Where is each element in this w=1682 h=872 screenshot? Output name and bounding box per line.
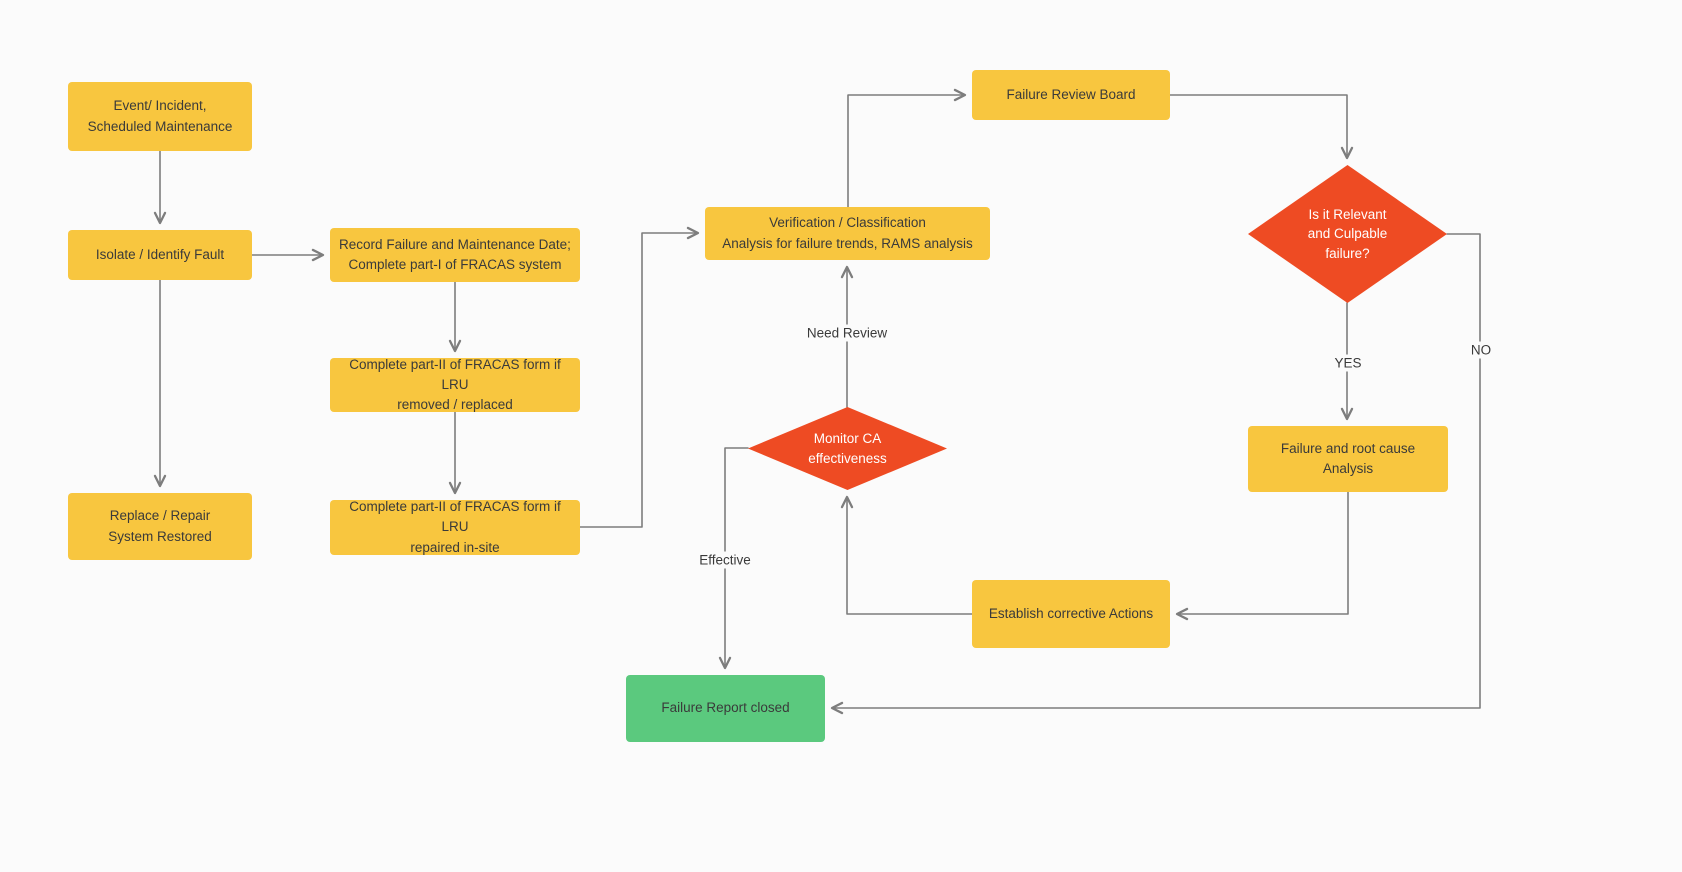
- edge-part2repaired-to-verification: [579, 226, 700, 528]
- node-complete-part2-repaired: Complete part-II of FRACAS form if LRU r…: [330, 499, 580, 555]
- edge-rootcause-to-establish: [1175, 491, 1349, 621]
- edge-label-yes: YES: [1329, 354, 1367, 372]
- decision-monitor-ca-effectiveness: Monitor CA effectiveness: [748, 407, 947, 490]
- edge-label-need-review: Need Review: [801, 324, 893, 342]
- node-record-failure: Record Failure and Maintenance Date; Com…: [330, 228, 580, 282]
- node-complete-part2-removed: Complete part-II of FRACAS form if LRU r…: [330, 357, 580, 412]
- node-failure-root-cause: Failure and root cause Analysis: [1248, 426, 1448, 492]
- node-isolate-identify-fault: Isolate / Identify Fault: [68, 230, 252, 280]
- node-establish-corrective-actions: Establish corrective Actions: [972, 580, 1170, 648]
- decision-relevant-culpable: Is it Relevant and Culpable failure?: [1248, 165, 1447, 303]
- edge-label-effective: Effective: [694, 551, 756, 569]
- node-event-incident: Event/ Incident, Scheduled Maintenance: [68, 82, 252, 151]
- node-failure-report-closed: Failure Report closed: [626, 675, 825, 742]
- edge-frb-to-relevant: [1169, 94, 1354, 160]
- edge-verification-to-frb: [847, 88, 967, 208]
- node-replace-repair: Replace / Repair System Restored: [68, 493, 252, 560]
- node-failure-review-board: Failure Review Board: [972, 70, 1170, 120]
- edge-label-no: NO: [1465, 341, 1497, 359]
- node-verification-classification: Verification / Classification Analysis f…: [705, 207, 990, 260]
- edge-establish-to-monitor: [840, 495, 973, 615]
